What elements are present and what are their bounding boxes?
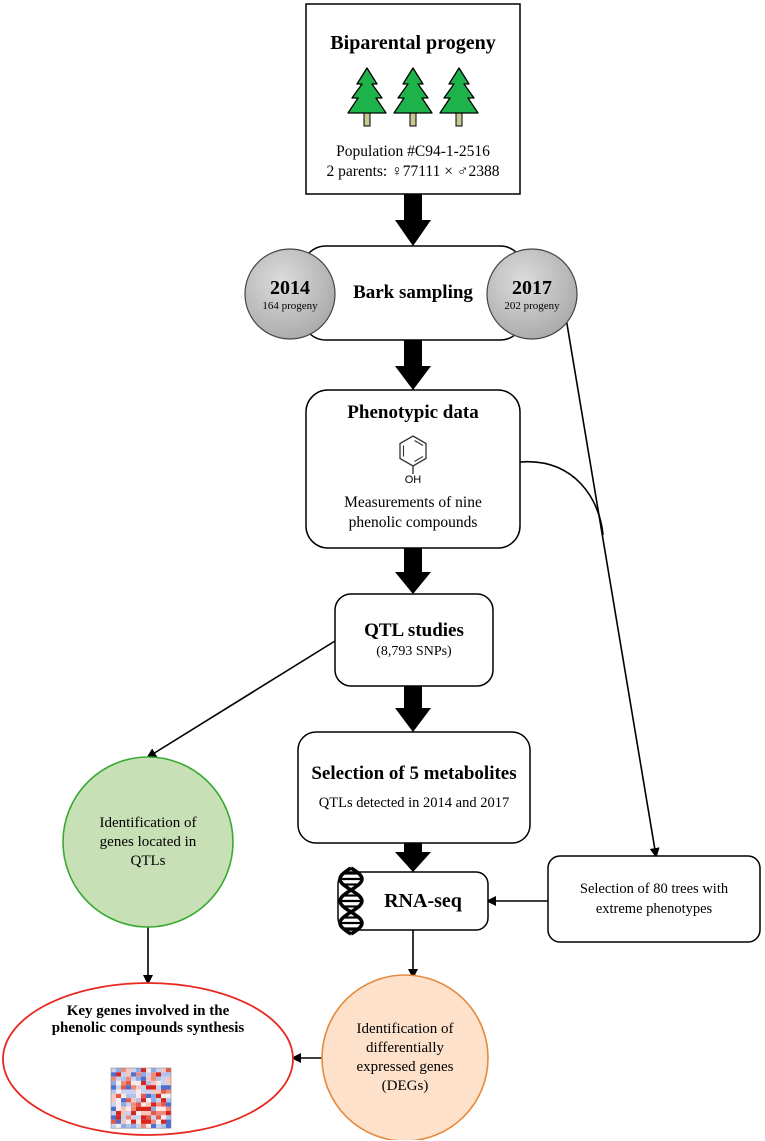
trees80-line1: Selection of 80 trees with xyxy=(579,881,729,897)
selection-subtitle: QTLs detected in 2014 and 2017 xyxy=(318,795,510,811)
identification-qtl-line1: Identification of xyxy=(99,814,197,831)
year-2017-circle xyxy=(486,248,578,340)
phenol-molecule-icon xyxy=(399,435,427,474)
key-genes-line1: Key genes involved in the xyxy=(66,1003,230,1019)
block-arrow-progeny-to-bark xyxy=(395,194,431,246)
trees80-line2: extreme phenotypes xyxy=(595,901,713,917)
degs-circle xyxy=(321,974,489,1140)
tree-icon xyxy=(393,67,433,127)
progeny-title: Biparental progeny xyxy=(330,32,496,54)
connector-phenotypic-to-merge xyxy=(519,461,604,536)
degs-text: Identification of differentially express… xyxy=(322,975,488,1141)
progeny-parents: 2 parents: ♀77111 × ♂2388 xyxy=(326,163,500,180)
year-2014-label: 2014 xyxy=(270,276,310,299)
progeny-text: Biparental progeny Population #C94-1-251… xyxy=(306,4,520,194)
rnaseq-title: RNA-seq xyxy=(384,889,462,912)
bark-sampling-title: Bark sampling xyxy=(353,282,473,303)
dna-icon xyxy=(338,866,364,936)
bark-sampling-text: Bark sampling xyxy=(335,246,491,340)
degs-line2: differentially xyxy=(365,1040,445,1056)
phenol-oh-label: OH xyxy=(404,474,422,486)
year-2017-text: 2017 202 progeny xyxy=(487,249,577,339)
tree-icon xyxy=(347,67,387,127)
key-genes-line2: phenolic compounds synthesis xyxy=(51,1020,245,1036)
year-2017-label: 2017 xyxy=(512,276,552,299)
year-2017-count: 202 progeny xyxy=(504,299,560,312)
qtl-box xyxy=(334,593,494,687)
heatmap-icon xyxy=(110,1067,172,1129)
key-genes-ellipse xyxy=(2,982,294,1136)
trees80-box xyxy=(547,855,761,943)
year-2014-circle xyxy=(244,248,336,340)
qtl-subtitle: (8,793 SNPs) xyxy=(376,644,452,659)
selection-text: Selection of 5 metabolites QTLs detected… xyxy=(298,732,530,843)
year-2014-count: 164 progeny xyxy=(262,299,318,312)
block-arrow-selection-to-rnaseq xyxy=(395,843,431,872)
selection-title: Selection of 5 metabolites xyxy=(311,763,517,784)
phenotypic-text: Phenotypic data OH Measurements of nine … xyxy=(306,390,520,548)
phenotypic-line1: Measurements of nine xyxy=(344,494,482,511)
block-arrow-qtl-to-selection xyxy=(395,686,431,732)
qtl-text: QTL studies (8,793 SNPs) xyxy=(335,594,493,686)
rnaseq-box xyxy=(337,871,489,931)
qtl-title: QTL studies xyxy=(364,620,464,641)
phenotypic-line2: phenolic compounds xyxy=(348,514,478,531)
selection-box xyxy=(297,731,531,844)
identification-qtl-circle xyxy=(62,756,234,928)
identification-qtl-text: Identification of genes located in QTLs xyxy=(63,757,233,927)
trees80-text: Selection of 80 trees with extreme pheno… xyxy=(548,856,760,942)
key-genes-text: Key genes involved in the phenolic compo… xyxy=(3,987,293,1047)
tree-icon xyxy=(347,67,479,127)
degs-line3: expressed genes xyxy=(356,1059,454,1075)
rnaseq-text: RNA-seq xyxy=(368,872,478,930)
tree-icon xyxy=(439,67,479,127)
degs-line4: (DEGs) xyxy=(381,1078,429,1094)
connector-qtl-to-identification xyxy=(146,640,336,759)
connector-2017-to-trees80 xyxy=(565,317,660,858)
identification-qtl-line2: genes located in xyxy=(99,833,197,850)
progeny-population: Population #C94-1-2516 xyxy=(336,143,490,160)
year-2014-text: 2014 164 progeny xyxy=(245,249,335,339)
identification-qtl-line3: QTLs xyxy=(130,852,166,869)
block-arrow-phenotypic-to-qtl xyxy=(395,548,431,594)
phenotypic-title: Phenotypic data xyxy=(347,402,479,423)
block-arrow-bark-to-phenotypic xyxy=(395,340,431,390)
degs-line1: Identification of xyxy=(356,1021,454,1037)
